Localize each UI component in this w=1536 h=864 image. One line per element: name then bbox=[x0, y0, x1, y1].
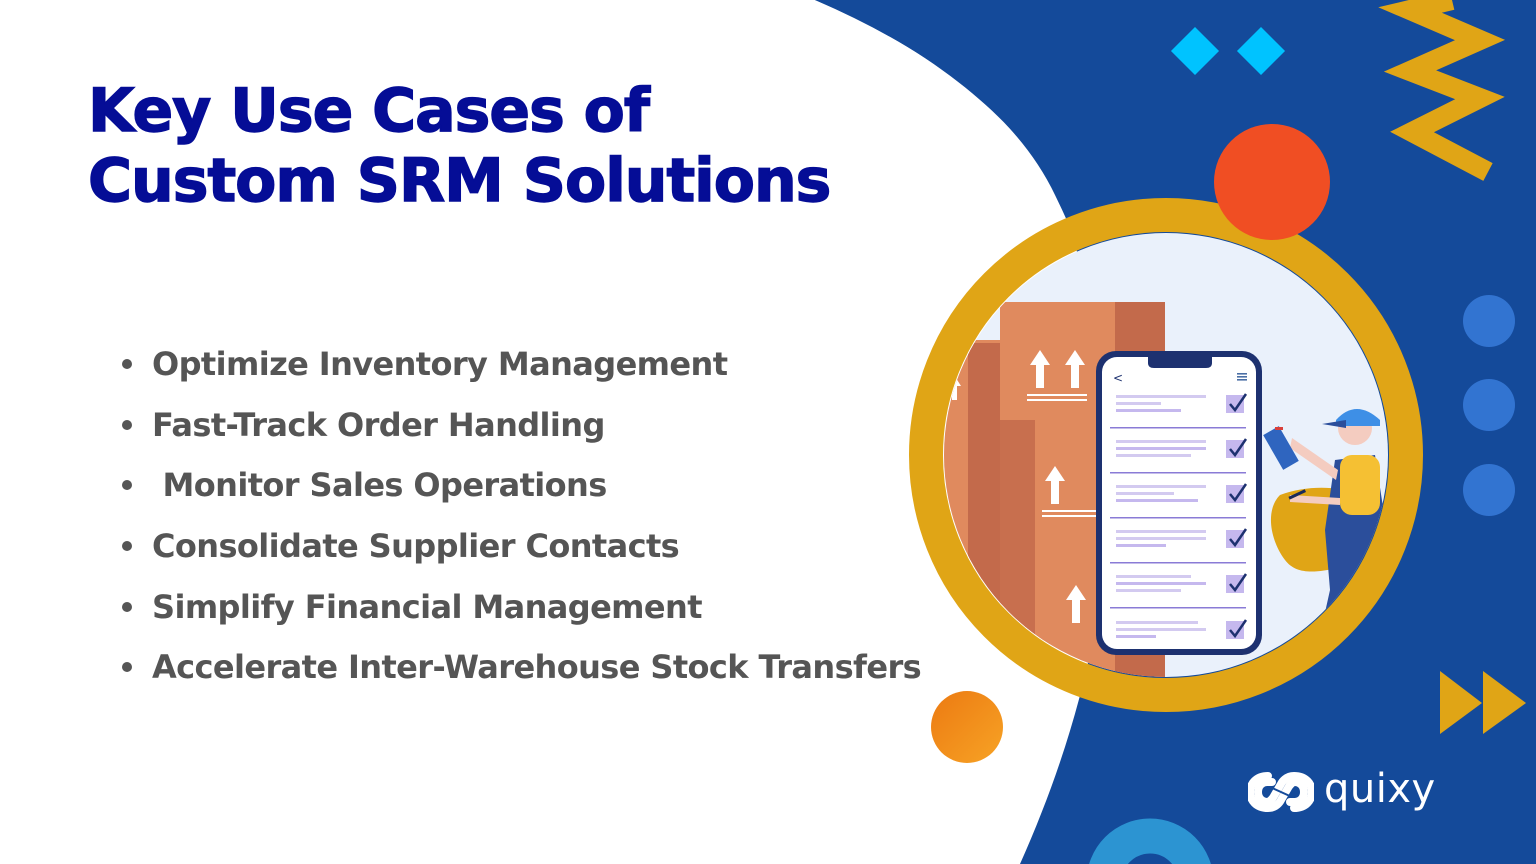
fast-forward-icon bbox=[1440, 671, 1482, 734]
blue-dot-icon bbox=[1463, 295, 1515, 347]
gold-zigzag-icon bbox=[1378, 0, 1506, 181]
bullet-icon bbox=[122, 359, 132, 370]
red-orange-circle-icon bbox=[1214, 124, 1330, 240]
bullet-icon bbox=[122, 601, 132, 612]
quixy-logo: quixy bbox=[1248, 766, 1436, 814]
page-title: Key Use Cases of Custom SRM Solutions bbox=[87, 75, 832, 216]
use-case-label: Consolidate Supplier Contacts bbox=[152, 527, 680, 566]
quixy-infinity-loop-icon bbox=[1248, 771, 1314, 813]
use-case-item: Consolidate Supplier Contacts bbox=[118, 516, 921, 577]
use-case-label: Accelerate Inter-Warehouse Stock Transfe… bbox=[152, 648, 922, 687]
orange-circle-icon bbox=[931, 691, 1003, 763]
use-case-item: Optimize Inventory Management bbox=[118, 334, 921, 395]
bullet-icon bbox=[122, 662, 132, 673]
fast-forward-icon bbox=[1483, 671, 1526, 734]
blue-dot-icon bbox=[1463, 379, 1515, 431]
use-case-label: Fast-Track Order Handling bbox=[152, 405, 605, 444]
use-case-label: Optimize Inventory Management bbox=[152, 345, 728, 384]
illustration-circle: < bbox=[909, 198, 1423, 712]
svg-text:<: < bbox=[1113, 371, 1123, 385]
bullet-icon bbox=[122, 480, 132, 491]
use-case-label: Monitor Sales Operations bbox=[152, 466, 608, 505]
blue-dot-icon bbox=[1463, 464, 1515, 516]
use-case-label: Simplify Financial Management bbox=[152, 587, 703, 626]
brand-name: quixy bbox=[1324, 766, 1436, 812]
use-case-list: Optimize Inventory Management Fast-Track… bbox=[118, 334, 922, 698]
bullet-icon bbox=[122, 541, 132, 552]
use-case-item: Simplify Financial Management bbox=[118, 576, 921, 637]
use-case-item: Accelerate Inter-Warehouse Stock Transfe… bbox=[118, 637, 922, 698]
use-case-item: Monitor Sales Operations bbox=[118, 455, 921, 516]
title-line-1: Key Use Cases of bbox=[87, 75, 650, 146]
blue-ring-icon bbox=[1089, 818, 1211, 864]
bullet-icon bbox=[122, 419, 132, 430]
gold-ring bbox=[909, 198, 1423, 712]
phone-checklist-illustration: < bbox=[1096, 351, 1262, 655]
title-line-2: Custom SRM Solutions bbox=[87, 145, 832, 216]
use-case-item: Fast-Track Order Handling bbox=[118, 395, 921, 456]
